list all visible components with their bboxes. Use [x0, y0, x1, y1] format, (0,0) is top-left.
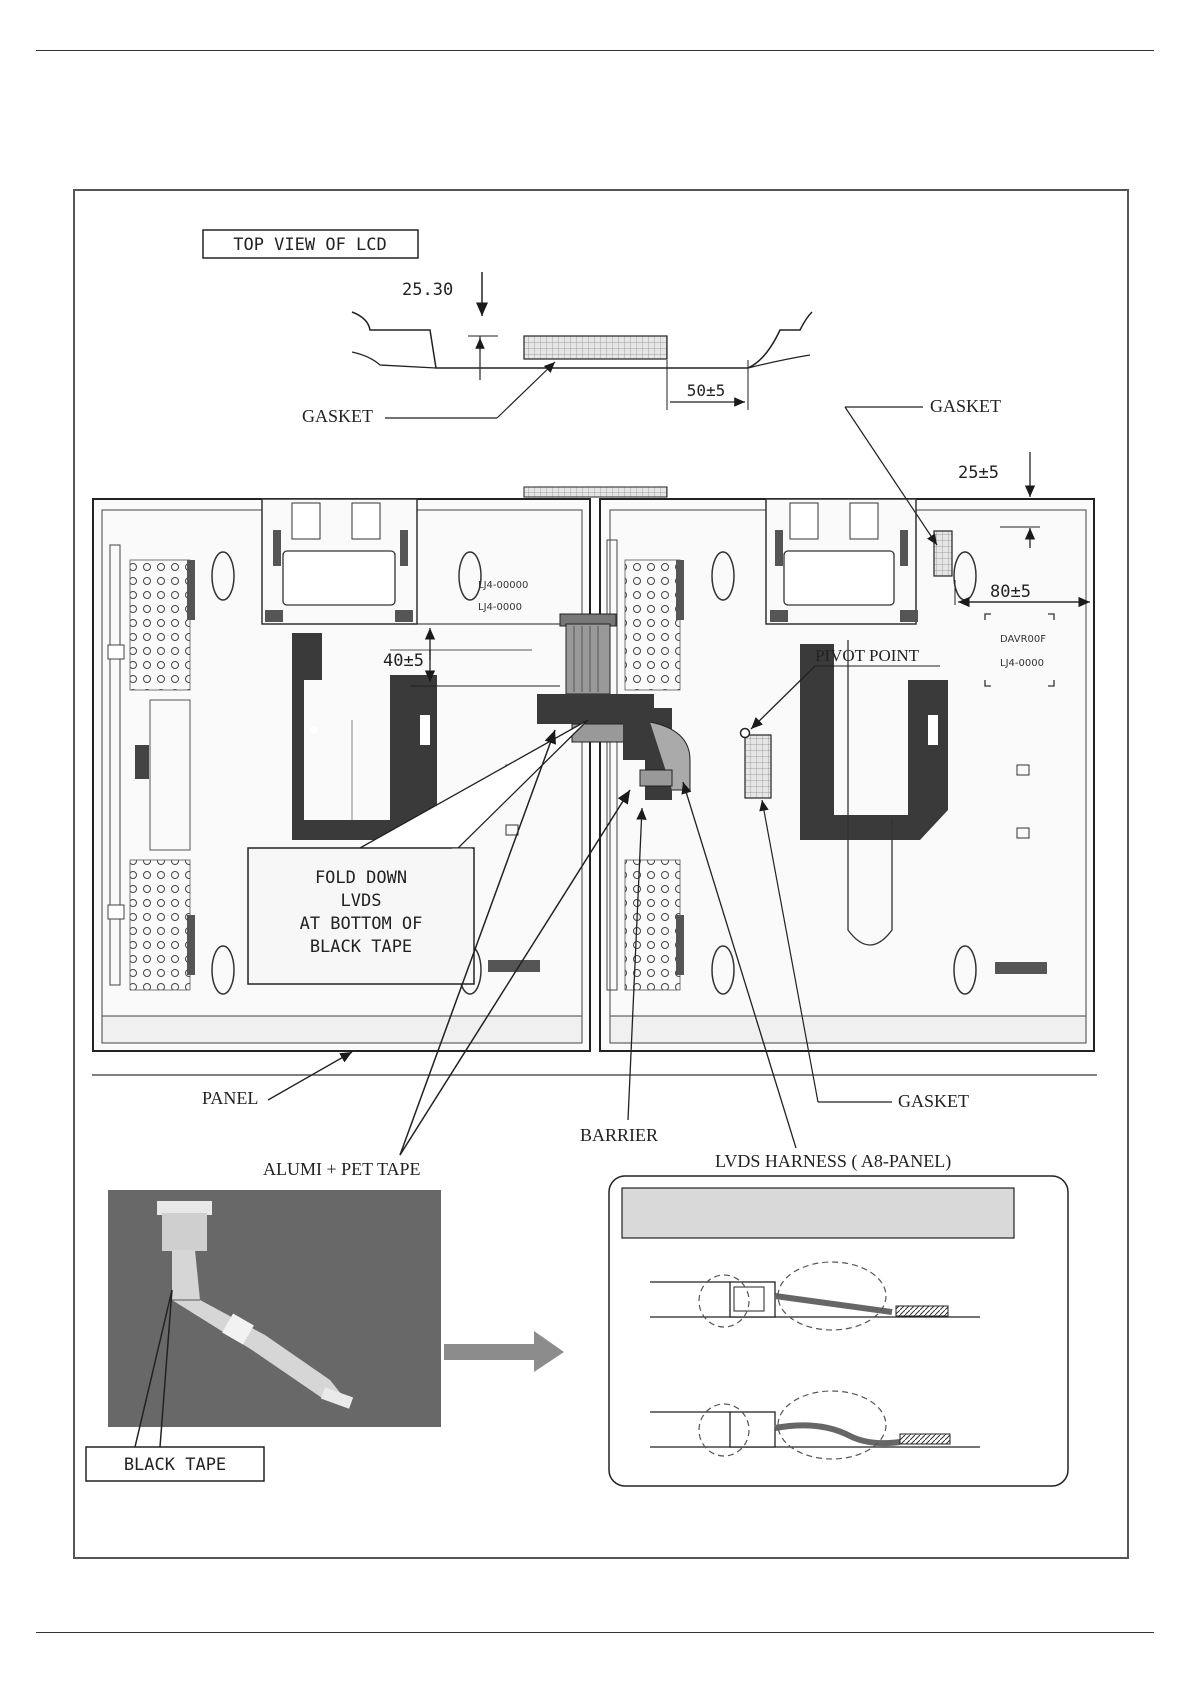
svg-text:DAVR00F: DAVR00F: [1000, 634, 1046, 645]
fold-down-line-2: LVDS: [341, 891, 382, 911]
gasket-top-view: [524, 336, 667, 359]
detail-banner: [622, 1188, 1014, 1238]
gasket-top-right: [934, 531, 952, 576]
alumi-pet-tape-label: ALUMI + PET TAPE: [263, 1159, 421, 1179]
dim-50: 50±5: [687, 381, 726, 400]
dim-40: 40±5: [383, 651, 424, 671]
svg-text:LJ4-00000: LJ4-00000: [478, 580, 528, 591]
barrier-label: BARRIER: [580, 1125, 658, 1145]
gray-arrow: [444, 1331, 564, 1372]
pivot-point-dot: [741, 729, 750, 738]
gasket-label-top-right: GASKET: [930, 396, 1001, 416]
cable-detail-box: [609, 1176, 1068, 1486]
svg-text:LJ4-0000: LJ4-0000: [478, 602, 522, 613]
black-tape-label: BLACK TAPE: [124, 1455, 226, 1475]
top-center-gasket-strip: [524, 487, 667, 497]
pivot-point-label: PIVOT POINT: [815, 646, 920, 665]
svg-text:LJ4-0000: LJ4-0000: [1000, 658, 1044, 669]
lcd-top-bottom-edge: [352, 352, 436, 368]
fold-down-line-3: AT BOTTOM OF: [300, 914, 423, 934]
dim-25-30: 25.30: [402, 280, 453, 300]
panel-label: PANEL: [202, 1088, 258, 1108]
dim-25: 25±5: [958, 463, 999, 483]
lvds-harness-label: LVDS HARNESS ( A8-PANEL): [715, 1151, 951, 1172]
top-view-section: TOP VIEW OF LCD 25.30 50±5 GASKET: [203, 230, 812, 426]
fold-down-line-4: BLACK TAPE: [310, 937, 412, 957]
gasket-pivot: [745, 735, 771, 798]
dim-80: 80±5: [990, 582, 1031, 602]
cable-photo: [108, 1190, 441, 1427]
gasket-label-bottom: GASKET: [898, 1091, 969, 1111]
top-view-label: TOP VIEW OF LCD: [233, 235, 387, 255]
fold-down-line-1: FOLD DOWN: [315, 868, 407, 888]
gasket-label-top-left: GASKET: [302, 406, 373, 426]
